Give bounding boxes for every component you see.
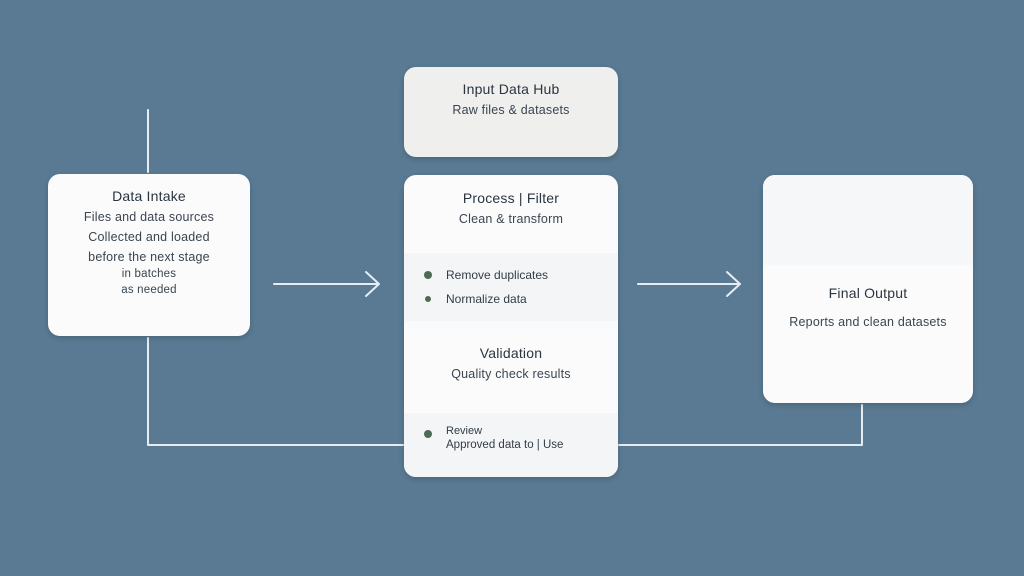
arrowhead-center-to-right: [726, 271, 741, 297]
arrowhead-left-to-center: [365, 271, 380, 297]
bottom-item-text: Review: [446, 425, 483, 437]
bullet-dot-icon: [424, 271, 432, 279]
bullet-text: Remove duplicates: [446, 268, 549, 282]
right-card-body: Final Output Reports and clean datasets: [763, 265, 973, 329]
right-card-header-band: [763, 175, 973, 265]
bottom-item-main: Approved data to: [446, 439, 534, 451]
bottom-item: Review Approved data to | Use: [424, 425, 618, 451]
left-card-line: Files and data sources: [83, 210, 215, 224]
right-card: Final Output Reports and clean datasets: [763, 175, 973, 403]
center-card-header: Process | Filter Clean & transform: [404, 175, 618, 253]
bullet-dot-icon: [425, 296, 431, 302]
bottom-item-text-group: Review Approved data to | Use: [446, 425, 563, 451]
right-card-subtitle: Reports and clean datasets: [789, 315, 947, 329]
right-card-title: Final Output: [828, 285, 908, 301]
top-note-title: Input Data Hub: [462, 81, 560, 97]
center-card-bullet-list: Remove duplicates Normalize data: [404, 253, 618, 321]
bottom-item-trailing: | Use: [536, 439, 564, 451]
top-note-subtitle: Raw files & datasets: [452, 103, 570, 117]
left-card-line: Collected and loaded: [88, 230, 210, 244]
center-card-section: Validation Quality check results: [404, 329, 618, 413]
left-card-line: in batches: [121, 268, 177, 280]
left-card: Data Intake Files and data sources Colle…: [48, 174, 250, 336]
left-card-title: Data Intake: [112, 188, 186, 204]
bullet-dot-icon: [424, 430, 432, 438]
bullet-item: Remove duplicates: [424, 263, 618, 287]
top-note-card: Input Data Hub Raw files & datasets: [404, 67, 618, 157]
feedback-line-right: [618, 404, 863, 446]
bullet-text: Normalize data: [446, 292, 527, 306]
left-card-line: before the next stage: [88, 250, 210, 264]
left-card-line: as needed: [121, 284, 177, 296]
divider: [404, 321, 618, 329]
center-card-title: Process | Filter: [462, 190, 560, 206]
feedback-line-left: [147, 337, 404, 446]
center-card-section-title: Validation: [479, 345, 543, 361]
bullet-item: Normalize data: [424, 287, 618, 311]
center-card-section-subtitle: Quality check results: [451, 367, 571, 381]
center-card-subtitle: Clean & transform: [458, 212, 564, 226]
center-card: Process | Filter Clean & transform Remov…: [404, 175, 618, 477]
center-card-bottom-list: Review Approved data to | Use: [404, 413, 618, 477]
bottom-item-text: Approved data to | Use: [446, 439, 563, 451]
